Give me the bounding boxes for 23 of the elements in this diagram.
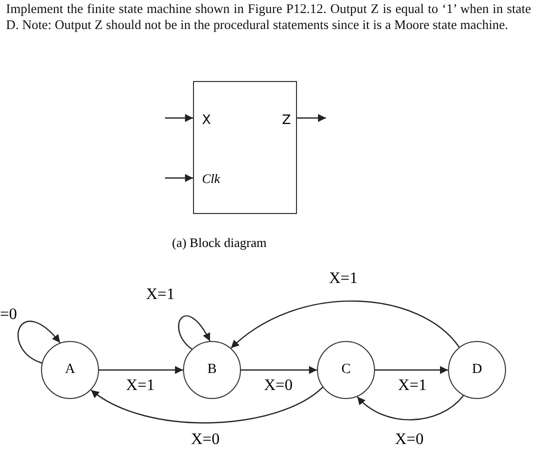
arrow [90, 386, 324, 424]
input-label: X [202, 113, 211, 128]
state-label: B [207, 362, 217, 378]
state-circle [183, 341, 241, 399]
state-label: A [64, 362, 76, 378]
arrow [165, 114, 193, 122]
arrow [356, 395, 464, 420]
arrow [297, 114, 326, 122]
state-label: D [472, 362, 482, 378]
arrow [178, 315, 211, 350]
arrow [165, 174, 193, 182]
instruction-text: Implement the finite state machine shown in Figure P12.12. Output Z is equal to ‘1’ when in state D. Note: Output Z should not be in the procedural statements since it is a Moore state machine. [6, 1, 531, 33]
state-label: C [341, 362, 351, 378]
block-box [193, 81, 297, 214]
state-circle [41, 341, 99, 399]
caption: (a) Block diagram [172, 235, 267, 251]
arrow [99, 366, 183, 374]
arrow [375, 366, 448, 374]
arrow [230, 300, 460, 349]
output-label: Z [282, 113, 291, 128]
arrow [241, 366, 317, 374]
input-label: Clk [202, 171, 220, 187]
arrow [18, 320, 61, 364]
